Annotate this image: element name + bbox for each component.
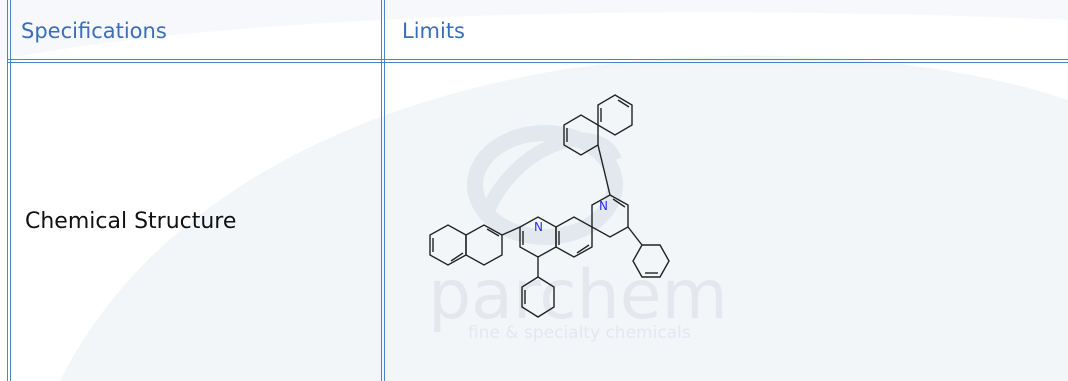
nitrogen-atom-2: N xyxy=(534,220,543,234)
column-divider xyxy=(381,0,385,381)
chemical-structure-image: N N xyxy=(429,94,670,318)
watermark-brand: parchem xyxy=(428,256,728,335)
header-limits: Limits xyxy=(402,19,465,43)
watermark-logo-ring xyxy=(467,125,623,245)
header-specifications: Specifications xyxy=(21,19,167,43)
spec-table: Specifications Limits Chemical Structure xyxy=(7,0,1068,381)
row-label-chemical-structure: Chemical Structure xyxy=(25,209,237,234)
watermark-tagline: fine & specialty chemicals xyxy=(468,323,691,343)
molecule-bonds xyxy=(429,94,670,318)
nitrogen-atom-1: N xyxy=(599,199,608,213)
header-divider xyxy=(7,59,1068,63)
left-border xyxy=(7,0,11,381)
